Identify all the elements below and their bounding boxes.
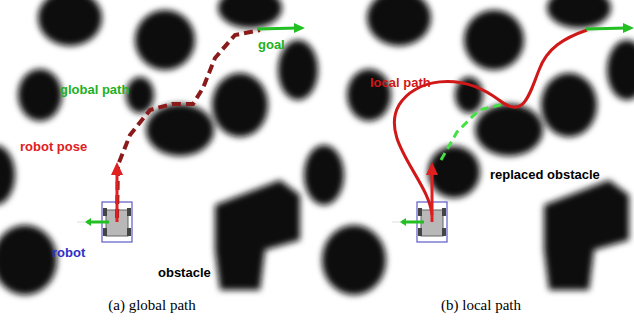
robot-label: robot xyxy=(52,246,85,260)
obstacle-label: obstacle xyxy=(158,266,211,280)
obstacle-label: replaced obstacle xyxy=(490,168,600,182)
path-label: local path xyxy=(370,76,431,90)
subcaption: (a) global path xyxy=(108,297,195,314)
subcaption: (b) local path xyxy=(441,297,521,314)
path-label: global path xyxy=(60,83,129,97)
robot-pose-label: robot pose xyxy=(20,140,87,154)
goal-label: goal xyxy=(258,38,285,52)
